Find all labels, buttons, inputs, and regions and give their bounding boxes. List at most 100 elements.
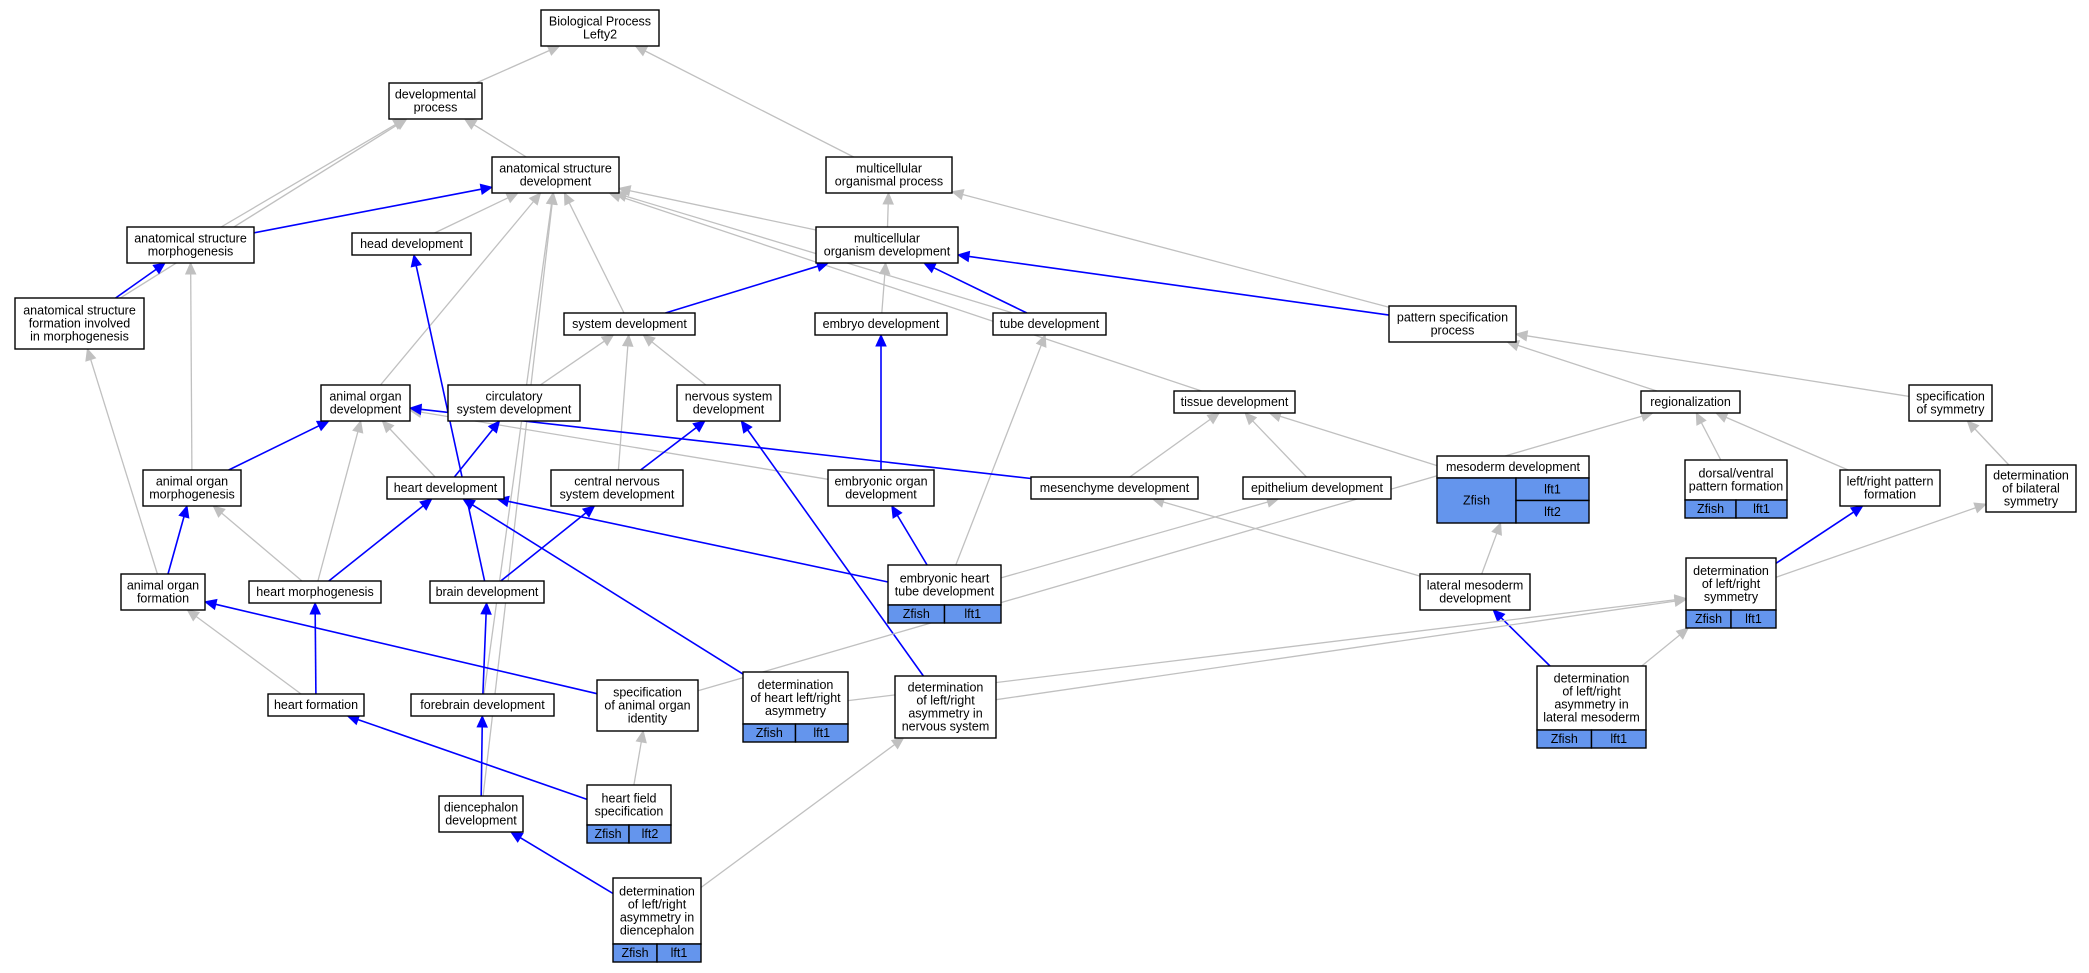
gene-cell[interactable] (794, 723, 849, 743)
term-node-system-development[interactable]: system development (563, 312, 696, 336)
gene-cell[interactable] (1590, 729, 1647, 749)
edge-embryonic-organ-development-to-embryo-development (875, 333, 887, 470)
edge-heart-morphogenesis-to-heart-development (328, 498, 433, 582)
edge-line (357, 718, 588, 801)
edge-embryonic-heart-tube-development-to-tube-development (955, 333, 1047, 566)
arrowhead (1673, 595, 1688, 607)
term-node-embryo-development[interactable]: embryo development (814, 312, 948, 336)
term-node-heart-formation[interactable]: heart formation (267, 693, 365, 717)
term-node-brain-development[interactable]: brain development (429, 580, 545, 604)
term-label: symmetry (2004, 495, 2059, 509)
arrowhead (882, 191, 894, 205)
edge-system-development-to-multicellular-organism-development (665, 260, 830, 314)
arrowhead (1675, 627, 1690, 640)
term-node-heart-morphogenesis[interactable]: heart morphogenesis (248, 580, 382, 604)
term-label: of bilateral (2002, 482, 2060, 496)
edge-line (434, 197, 509, 234)
species-label: Zfish (903, 607, 930, 621)
edge-line (886, 203, 889, 228)
term-node-regionalization[interactable]: regionalization (1640, 390, 1741, 414)
edge-heart-field-specification-to-heart-formation (346, 714, 588, 801)
term-box (14, 297, 145, 350)
term-node-epithelium-development[interactable]: epithelium development (1242, 476, 1392, 500)
edge-central-nervous-system-development-to-nervous-system-development (640, 420, 706, 471)
term-box (1388, 305, 1517, 343)
arrowhead (890, 737, 905, 750)
term-label: development (693, 403, 765, 417)
edge-line (195, 615, 302, 695)
term-label: anatomical structure (499, 162, 612, 176)
term-label: nervous system (685, 390, 773, 404)
gene-cell[interactable] (943, 604, 1002, 624)
term-label: Biological Process (549, 15, 651, 29)
term-node-head-development[interactable]: head development (351, 232, 472, 256)
edge-regionalization-to-pattern-specification-process (1506, 340, 1658, 392)
term-node-tissue-development[interactable]: tissue development (1173, 390, 1296, 414)
term-box (1419, 573, 1531, 611)
gene-cell[interactable] (656, 943, 702, 963)
gene-cell[interactable] (1730, 609, 1777, 629)
term-node-forebrain-development[interactable]: forebrain development (410, 693, 555, 717)
term-box (1640, 390, 1741, 414)
arrowhead (1206, 412, 1221, 425)
term-label: nervous system (902, 720, 990, 734)
term-label: mesoderm development (1446, 460, 1581, 474)
term-node-mesenchyme-development[interactable]: mesenchyme development (1030, 476, 1199, 500)
edge-animal-organ-development-to-anatomical-structure-development (380, 192, 542, 386)
edge-line (995, 600, 1676, 701)
edge-line (968, 255, 1390, 316)
edge-line (115, 268, 157, 299)
edge-line (90, 359, 159, 575)
edge-determination-of-lr-asymmetry-diencephalon-to-diencephalon-development (509, 831, 614, 895)
term-label: heart formation (274, 698, 358, 712)
arrowhead (922, 262, 937, 274)
term-node-tube-development[interactable]: tube development (992, 312, 1107, 336)
term-box (612, 877, 702, 945)
term-node-heart-development[interactable]: heart development (386, 476, 505, 500)
arrowhead (891, 504, 903, 519)
arrowhead (1244, 412, 1258, 426)
term-box (320, 384, 411, 422)
arrowhead (480, 601, 492, 615)
edge-line (640, 427, 697, 471)
gene-cell[interactable] (1515, 499, 1590, 524)
arrowhead (875, 333, 887, 347)
gene-cell[interactable] (1735, 499, 1788, 519)
term-label: asymmetry in (1554, 698, 1628, 712)
term-label: epithelium development (1251, 481, 1384, 495)
edge-pattern-specification-process-to-multicellular-organism-development (956, 250, 1390, 316)
term-label: asymmetry in (620, 911, 694, 925)
species-label: Zfish (1697, 502, 1724, 516)
gene-cell[interactable] (628, 824, 672, 844)
